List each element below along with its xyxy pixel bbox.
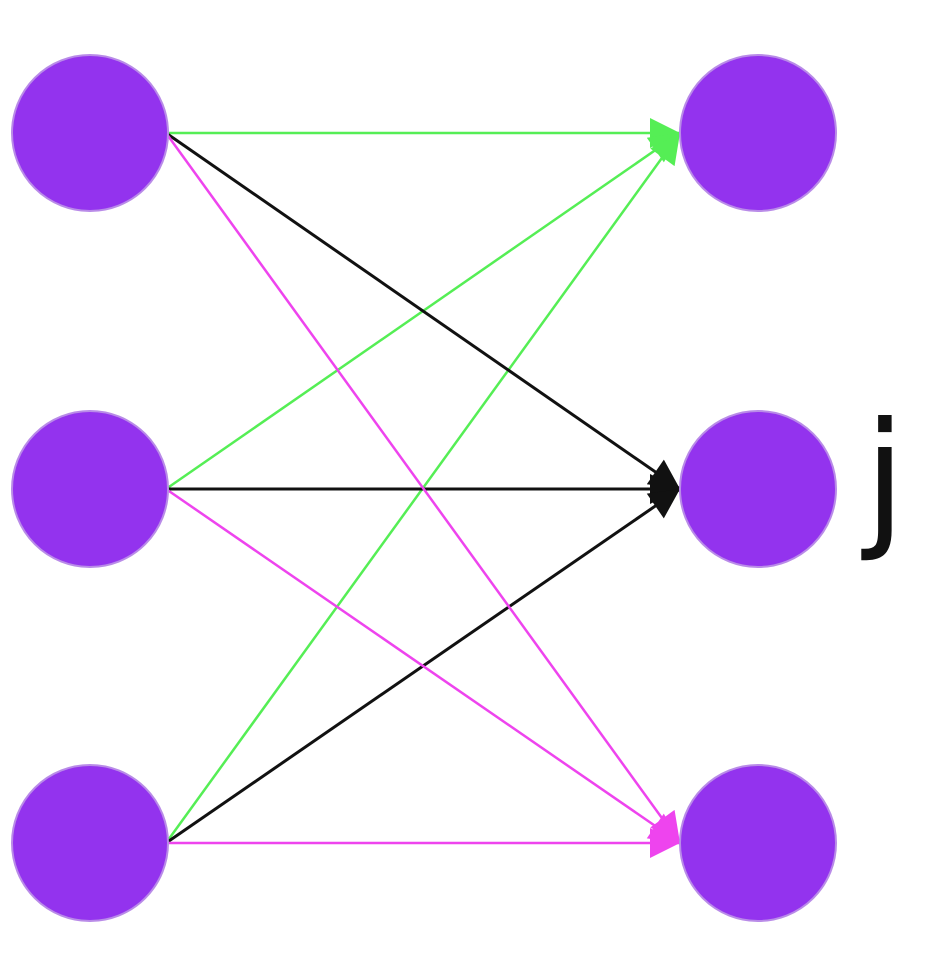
edge-l1-to-r2 (165, 131, 681, 491)
right-node-r3 (679, 764, 837, 922)
nodes (11, 54, 837, 922)
left-node-l2 (11, 410, 169, 568)
right-node-r1 (679, 54, 837, 212)
edges (164, 118, 682, 858)
edge-l1-to-r3 (164, 132, 682, 844)
left-node-l3 (11, 764, 169, 922)
right-node-r2 (679, 410, 837, 568)
edge-l2-to-r3 (165, 487, 681, 845)
left-node-l1 (11, 54, 169, 212)
node-labels: j (861, 391, 906, 565)
node-label-r2: j (861, 391, 906, 565)
